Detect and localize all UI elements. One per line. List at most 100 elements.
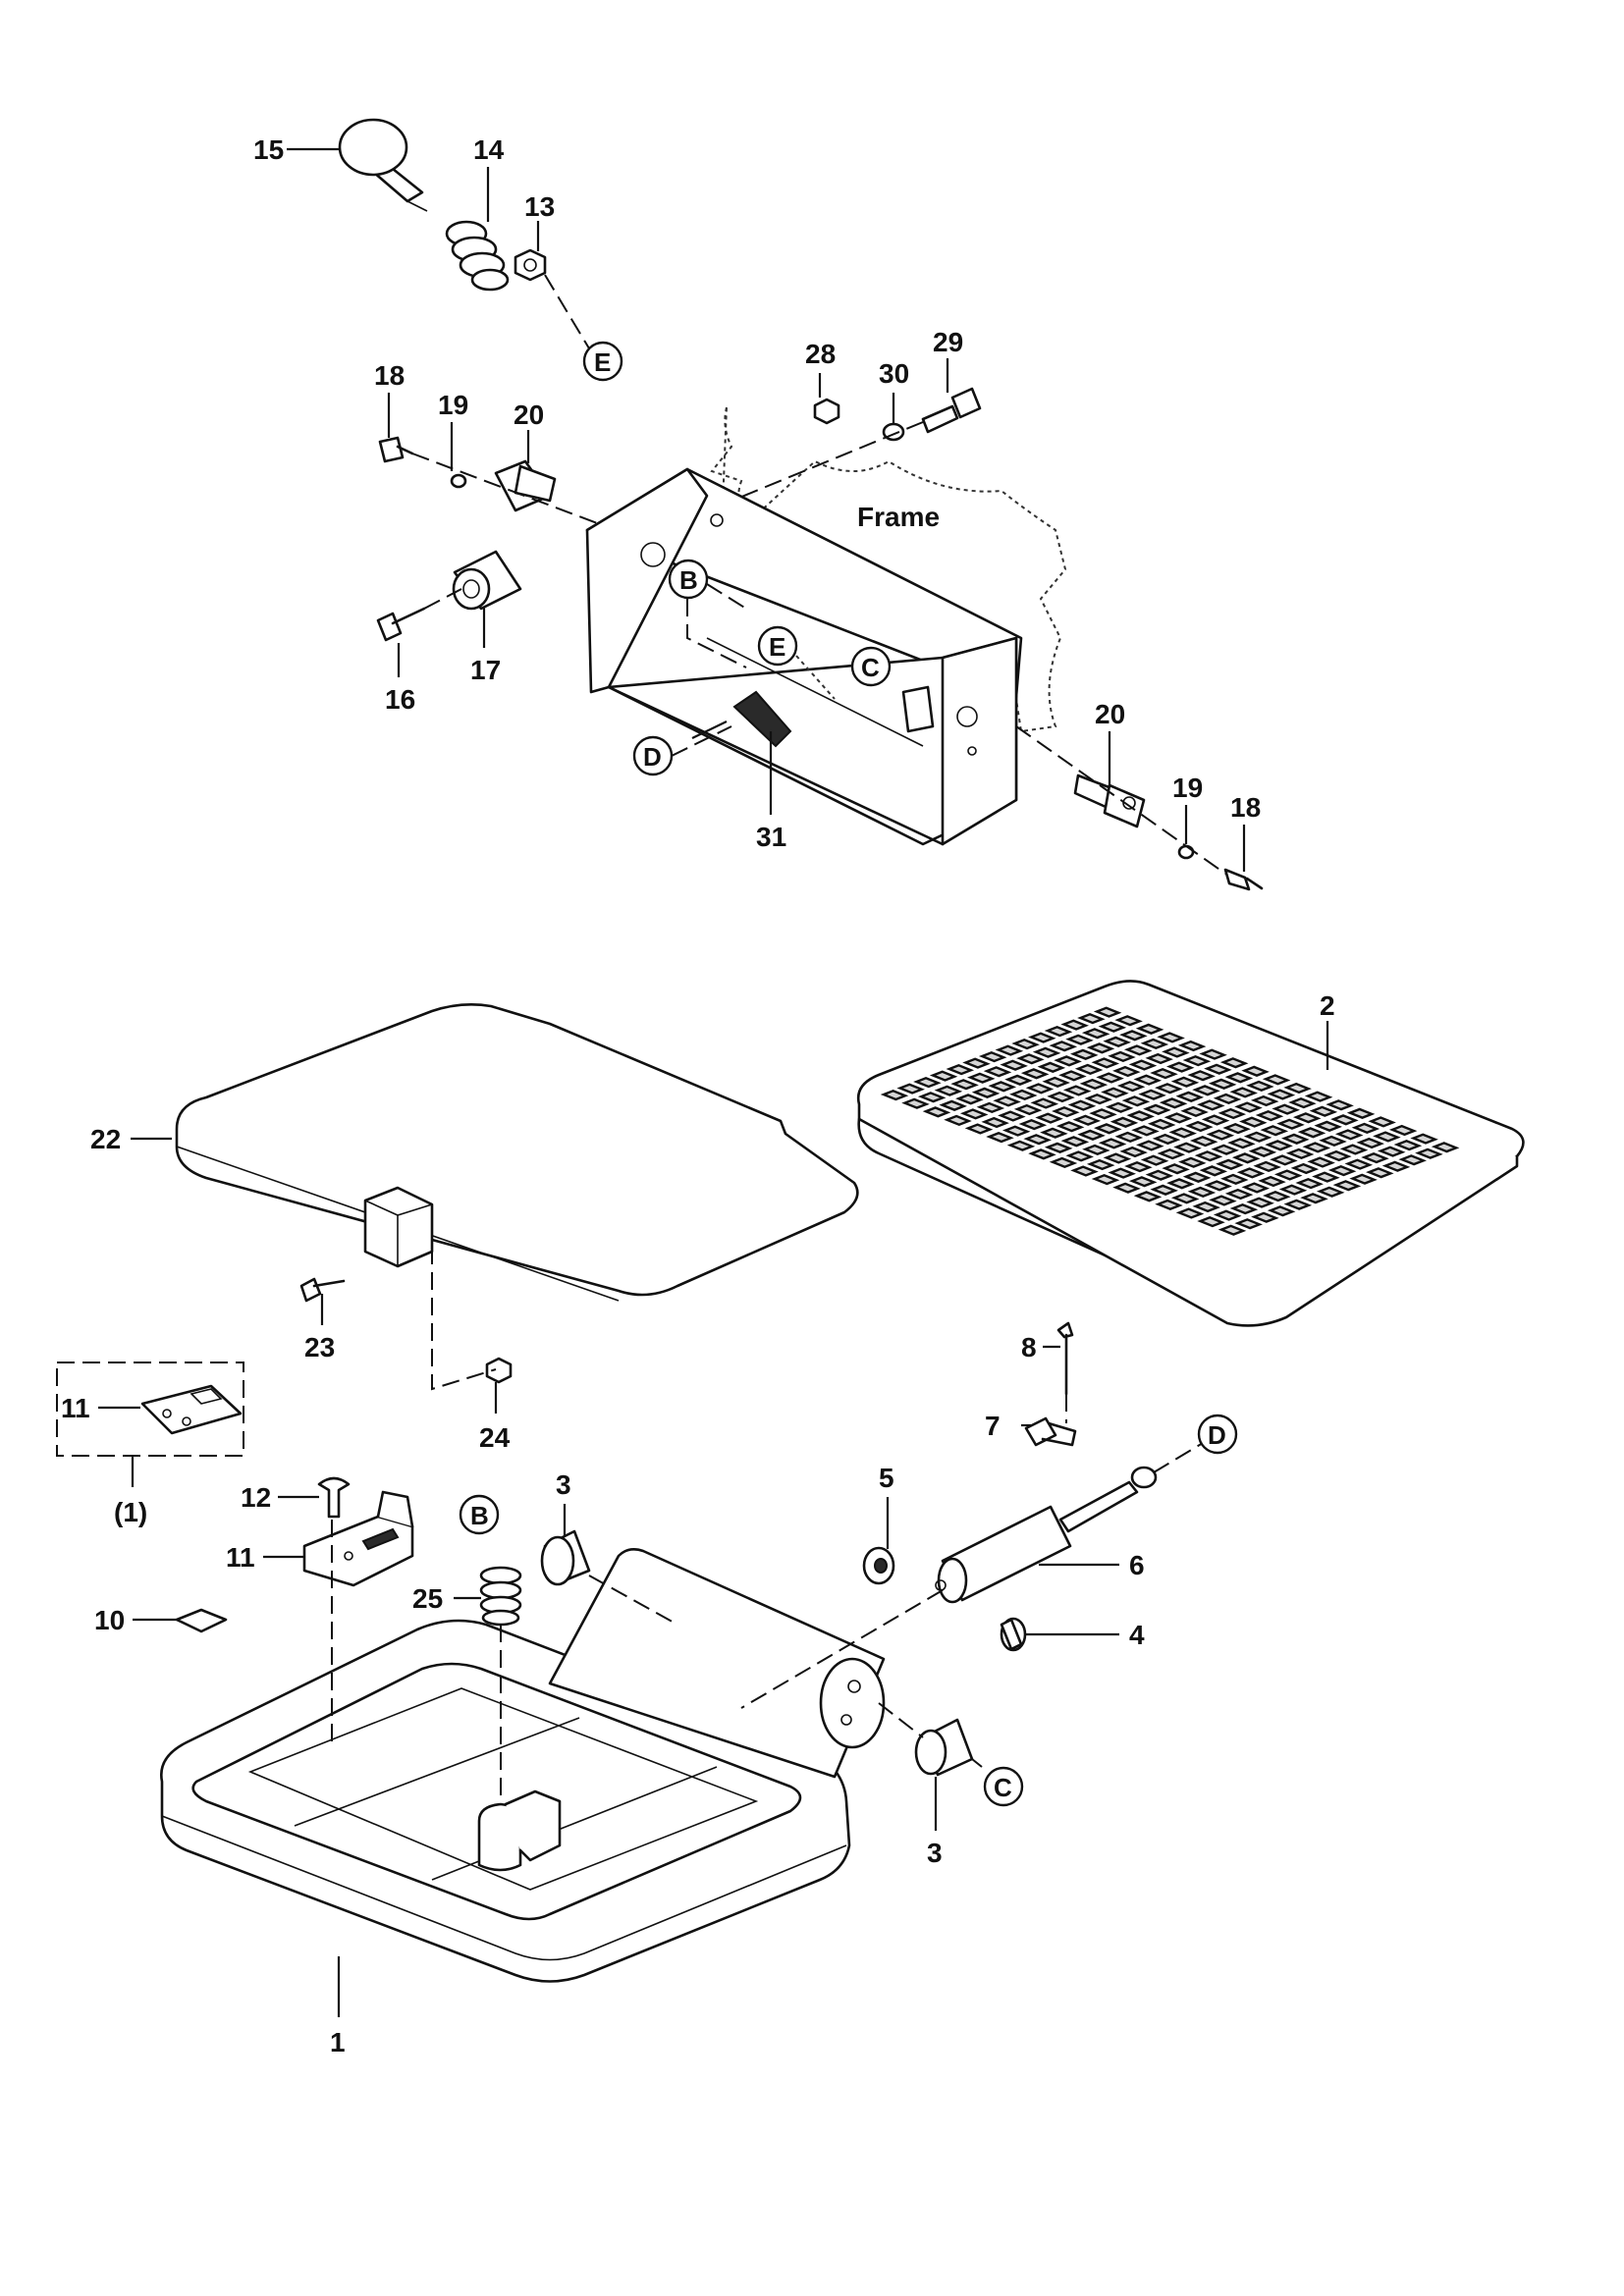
callout-28: 28 xyxy=(805,339,836,369)
mat-stud xyxy=(1089,1108,1117,1120)
mat-stud xyxy=(1199,1165,1228,1177)
mat-stud xyxy=(1185,1120,1214,1133)
mat-stud xyxy=(1224,1188,1254,1201)
mat-stud xyxy=(1334,1129,1364,1141)
part-8-cotter-pin xyxy=(1056,1321,1074,1396)
mat-stud xyxy=(1025,1083,1055,1095)
mat-stud xyxy=(1285,1148,1315,1160)
mat-stud xyxy=(1288,1096,1317,1109)
mat-stud xyxy=(1133,1074,1163,1086)
callout-24: 24 xyxy=(479,1422,511,1453)
mat-stud xyxy=(971,1087,1001,1098)
mat-stud xyxy=(1234,1218,1263,1230)
mat-studs xyxy=(880,1006,1460,1236)
mat-stud xyxy=(962,1057,991,1069)
mat-stud xyxy=(1047,1091,1075,1103)
part-22-cover-plate xyxy=(175,1003,859,1302)
callout-10: 10 xyxy=(94,1605,125,1635)
axis-c-lower xyxy=(878,1702,983,1768)
mat-stud xyxy=(1267,1205,1296,1217)
mat-stud xyxy=(1431,1142,1460,1153)
callout-29: 29 xyxy=(933,327,963,357)
mat-stud xyxy=(1332,1180,1362,1192)
axis-16 xyxy=(423,588,462,610)
mat-stud xyxy=(967,1072,996,1084)
circled-letter-c-lower: C xyxy=(983,1766,1024,1807)
mat-stud xyxy=(1262,1074,1291,1086)
mat-stud xyxy=(1276,1118,1305,1130)
mat-stud xyxy=(934,1085,963,1096)
mat-stud xyxy=(1216,1158,1244,1170)
mat-stud xyxy=(1052,1105,1080,1118)
part-5-bushing xyxy=(862,1546,895,1585)
mat-stud xyxy=(1213,1209,1242,1221)
callout-3-top: 3 xyxy=(556,1469,571,1500)
mat-stud xyxy=(998,1110,1026,1122)
mat-stud xyxy=(1283,1082,1312,1095)
mat-stud xyxy=(1157,1148,1186,1160)
callout-23: 23 xyxy=(304,1332,335,1362)
mat-stud xyxy=(1415,1148,1443,1159)
mat-stud xyxy=(1103,1036,1131,1047)
mat-stud xyxy=(1307,1156,1335,1168)
mat-stud xyxy=(1001,1125,1031,1137)
mat-stud xyxy=(1270,1154,1298,1166)
mat-stud xyxy=(955,1094,984,1105)
part-20-pin-right xyxy=(1073,774,1146,828)
callout-2: 2 xyxy=(1320,990,1335,1021)
mat-stud xyxy=(1054,1055,1082,1067)
mat-stud xyxy=(1316,1186,1345,1198)
mat-stud xyxy=(1150,1184,1178,1196)
svg-text:E: E xyxy=(769,632,785,662)
mat-stud xyxy=(880,1089,909,1101)
circled-letter-e-top: E xyxy=(582,341,623,382)
mat-stud xyxy=(1290,1162,1320,1175)
callout-22: 22 xyxy=(90,1124,121,1154)
callout-14: 14 xyxy=(473,134,505,165)
circled-letter-e-frame: E xyxy=(757,625,798,667)
mat-stud xyxy=(1330,1114,1359,1126)
mat-stud xyxy=(1398,1154,1427,1166)
mat-stud xyxy=(1072,1114,1102,1126)
mat-stud xyxy=(1241,1065,1270,1077)
mat-stud xyxy=(1112,1065,1141,1078)
mat-stud xyxy=(1070,1165,1099,1177)
circled-letter-b-frame: B xyxy=(668,559,709,600)
svg-text:B: B xyxy=(470,1501,489,1530)
mat-stud xyxy=(1222,1122,1251,1135)
mat-stud xyxy=(1135,1023,1164,1035)
mat-stud xyxy=(1062,1085,1092,1096)
mat-stud xyxy=(1231,1152,1261,1164)
mat-stud xyxy=(1032,1046,1061,1058)
circled-letter-d-frame: D xyxy=(632,735,674,776)
mat-stud xyxy=(1157,1032,1185,1043)
axis-gas-spring xyxy=(740,1442,1204,1709)
mat-stud xyxy=(1224,1072,1254,1084)
mat-stud xyxy=(1018,1118,1048,1131)
mat-stud xyxy=(1349,1173,1378,1185)
mat-stud xyxy=(1194,1150,1223,1162)
callout-6: 6 xyxy=(1129,1550,1145,1580)
mat-stud xyxy=(1077,1129,1106,1141)
mat-stud xyxy=(1234,1101,1263,1113)
mat-stud xyxy=(1218,1107,1247,1120)
mat-stud xyxy=(1170,1076,1200,1088)
mat-stud xyxy=(1112,1182,1141,1194)
mat-stud xyxy=(1197,1099,1225,1111)
callout-4: 4 xyxy=(1129,1620,1145,1650)
part-4-nut xyxy=(1000,1617,1027,1652)
mat-stud xyxy=(1123,1044,1153,1056)
part-20-pin-left xyxy=(494,459,557,512)
mat-stud xyxy=(1067,1099,1097,1111)
mat-stud xyxy=(1227,1138,1256,1149)
mat-stud xyxy=(1152,1133,1181,1146)
mat-stud xyxy=(1319,1135,1347,1148)
callout-19-left: 19 xyxy=(438,390,468,420)
mat-stud xyxy=(1292,1112,1322,1124)
callout-8: 8 xyxy=(1021,1332,1037,1362)
mat-stud xyxy=(1251,1211,1279,1223)
mat-stud xyxy=(1060,1019,1089,1031)
mat-stud xyxy=(1009,1089,1038,1101)
part-13-nut xyxy=(514,248,547,282)
